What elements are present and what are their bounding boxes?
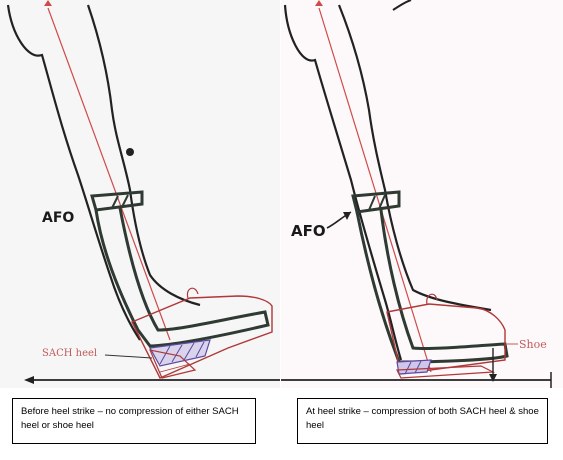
right-sketch: AFO Shoe xyxy=(281,0,563,388)
left-caption-box: Before heel strike – no compression of e… xyxy=(12,398,256,444)
left-sketch-panel: AFO SACH heel xyxy=(0,0,280,388)
right-sach-heel-compressed xyxy=(397,360,431,374)
right-afo-cuff xyxy=(353,192,399,212)
left-force-arrowhead xyxy=(44,0,52,6)
right-force-line xyxy=(319,8,431,372)
right-caption-box: At heel strike – compression of both SAC… xyxy=(297,398,548,444)
left-afo-shell xyxy=(96,208,268,346)
left-sketch: AFO SACH heel xyxy=(0,0,280,388)
left-sach-leader xyxy=(105,355,152,358)
right-caption-text: At heel strike – compression of both SAC… xyxy=(306,406,539,431)
right-force-arrowhead xyxy=(315,0,323,6)
right-afo-shell xyxy=(357,210,507,362)
left-sach-label: SACH heel xyxy=(42,348,97,359)
right-shoe-label: Shoe xyxy=(519,338,547,351)
left-afo-label: AFO xyxy=(42,210,74,226)
right-afo-label: AFO xyxy=(291,222,326,240)
right-sketch-panel: AFO Shoe xyxy=(281,0,563,388)
left-force-line xyxy=(48,8,170,340)
left-knee-dot xyxy=(126,148,134,156)
left-caption-text: Before heel strike – no compression of e… xyxy=(21,406,239,431)
left-afo-cuff xyxy=(92,192,142,210)
left-shoe-outline xyxy=(132,296,272,378)
right-leg-front-outline xyxy=(339,5,491,310)
